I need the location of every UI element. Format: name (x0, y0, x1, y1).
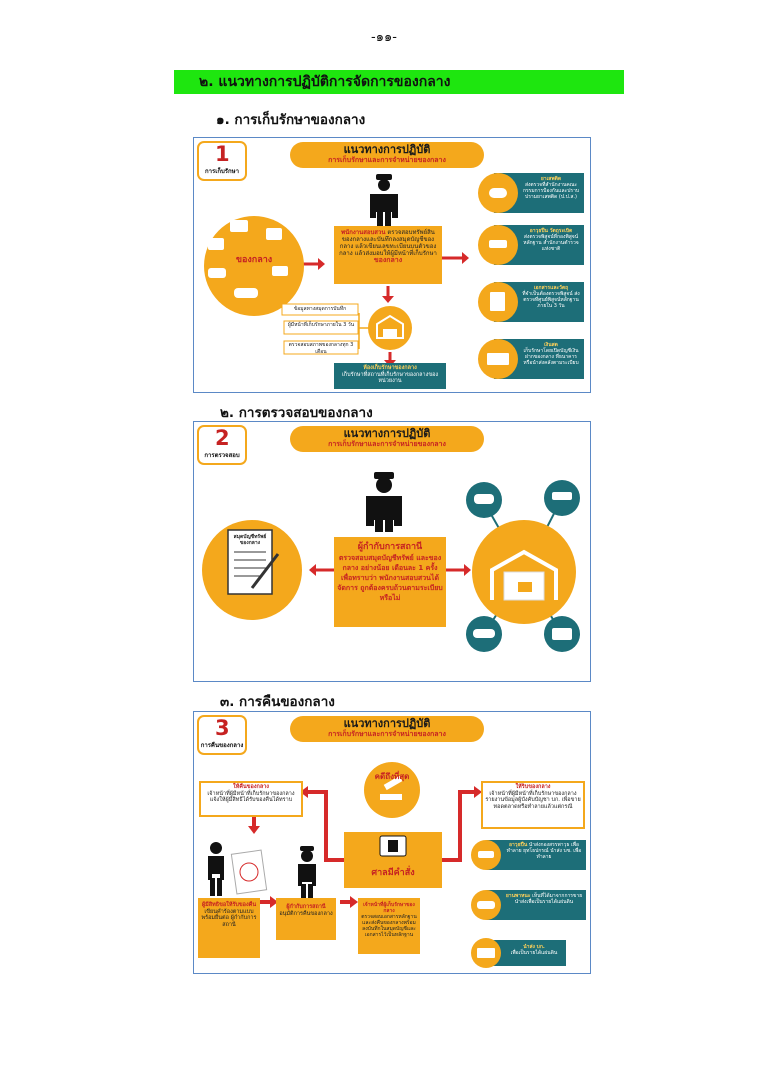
panel2-banner: แนวทางการปฏิบัติ การเก็บรักษาและการจำหน่… (290, 426, 484, 452)
section-title: ๒. แนวทางการปฏิบัติการจัดการของกลาง (174, 70, 624, 94)
superintendent-box: ผู้กำกับการสถานี อนุมัติการคืนของกลาง (279, 904, 333, 917)
custodian-box: เจ้าหน้าที่ผู้เก็บรักษาของกลาง ตรวจสอบเอ… (361, 902, 417, 938)
evidence-label: ของกลาง (235, 255, 273, 265)
panel3-banner: แนวทางการปฏิบัติ การเก็บรักษาและการจำหน่… (290, 716, 484, 742)
right-item-1: ยาเสพติด ส่งตรวจที่สำนักงานคณะกรรมการป้อ… (522, 176, 580, 200)
panel2-graphics (202, 472, 580, 652)
officer-icon (370, 174, 398, 228)
verdict-circle (364, 762, 420, 818)
panel-return: 3 การคืนของกลาง แนวทางการปฏิบัติ การเก็บ… (193, 711, 591, 974)
small-box-1: ข้อมูลทางสมุดการบันทึก (293, 306, 347, 312)
small-box-3: ตรวจสอบสภาพของกลางทุก 3 เดือน (288, 342, 354, 355)
step-tag-3: 3 การคืนของกลาง (197, 715, 247, 755)
right-item-2: อาวุธปืน วัตถุระเบิด ส่งตรวจพิสูจน์ที่กอ… (523, 228, 579, 252)
court-order-label: ศาลมีคำสั่ง (371, 868, 415, 878)
officer-box: พนักงานสอบสวน ตรวจสอบทรัพย์สินของกลางและ… (339, 229, 437, 264)
inspection-box: ผู้กำกับการสถานี ตรวจสอบสมุดบัญชีทรัพย์ … (337, 542, 443, 602)
right-item-4: เงินสด เก็บรักษาโดยเปิดบัญชีเงินฝากของกล… (523, 342, 579, 366)
return-box: ให้คืนของกลาง เจ้าหน้าที่ผู้มีหน้าที่เก็… (207, 784, 295, 803)
ledger-label: สมุดบัญชีทรัพย์ของกลาง (233, 534, 267, 546)
panel3-heading: ๓. การคืนของกลาง (220, 694, 335, 710)
scale-icon (379, 835, 407, 857)
return-right-item-3: นำส่ง บก. เพื่อเป็นรายได้แผ่นดิน (510, 944, 558, 956)
panel-storage: 1 การเก็บรักษา แนวทางการปฏิบัติ การเก็บร… (193, 137, 591, 393)
warehouse-circle (368, 306, 412, 350)
panel1-banner: แนวทางการปฏิบัติ การเก็บรักษาและการจำหน่… (290, 142, 484, 168)
panel1-heading: ๑. การเก็บรักษาของกลาง (216, 112, 366, 128)
return-right-item-2: ยานพาหนะ เห็นที่ได้มาจากการขาย นำส่งเพื่… (505, 893, 583, 905)
evidence-circle (204, 216, 304, 316)
panel-inspection: 2 การตรวจสอบ แนวทางการปฏิบัติ การเก็บรัก… (193, 421, 591, 682)
panel1-graphics (204, 173, 584, 389)
return-right-item-1: อาวุธปืน นำส่งกองสรรพาวุธ เพื่อทำลาย ยุท… (506, 842, 582, 860)
officer-icon-2 (366, 472, 402, 532)
page-number: -๑๑- (371, 30, 397, 45)
person-icons (208, 842, 316, 898)
panel3-graphics (198, 762, 586, 968)
storage-box: ห้องเก็บรักษาของกลาง เก็บรักษาที่สถานที่… (341, 365, 439, 384)
claimant-box: ผู้มีสิทธิขอให้รับของคืน เขียนคำร้องตามแ… (201, 902, 257, 928)
right-items (478, 173, 584, 379)
panel2-heading: ๒. การตรวจสอบของกลาง (220, 405, 373, 421)
confiscate-box: ให้ริบของกลาง เจ้าหน้าที่ผู้มีหน้าที่เก็… (485, 784, 581, 810)
step-tag-2: 2 การตรวจสอบ (197, 425, 247, 465)
right-item-3: เอกสารและวัตถุ ที่จำเป็นต้องตรวจพิสูจน์ … (522, 285, 580, 309)
small-box-2: ผู้มีหน้าที่เก็บรักษาภายใน 3 วัน (287, 322, 355, 328)
step-tag-1: 1 การเก็บรักษา (197, 141, 247, 181)
final-case-label: คดีถึงที่สุด (374, 772, 410, 781)
